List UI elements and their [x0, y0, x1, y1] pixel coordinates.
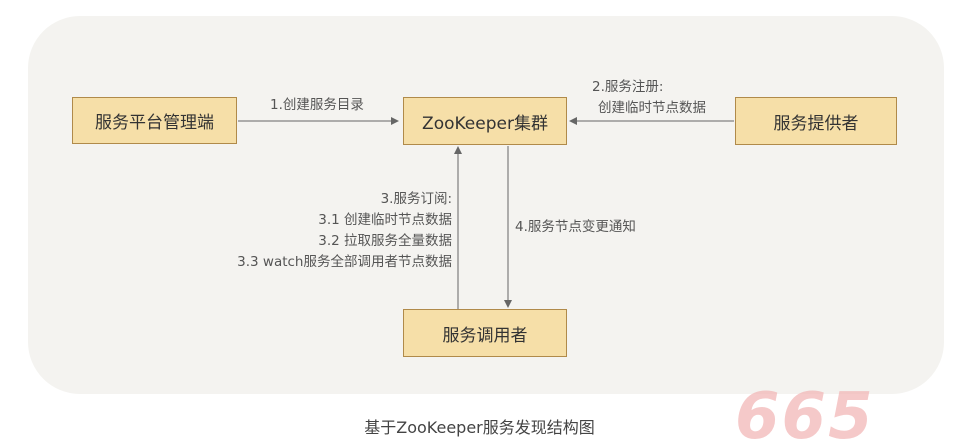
- edge-label-register: 2.服务注册: 创建临时节点数据: [586, 77, 718, 119]
- edge-label-register-line: 创建临时节点数据: [598, 100, 706, 116]
- edge-label-subscribe-line: 3.3 watch服务全部调用者节点数据: [237, 254, 452, 270]
- watermark: 665: [735, 380, 875, 441]
- edge-label-create-directory: 1.创建服务目录: [270, 97, 364, 113]
- edge-label-register-line: 2.服务注册:: [592, 79, 664, 95]
- edge-label-subscribe: 3.服务订阅: 3.1 创建临时节点数据 3.2 拉取服务全量数据 3.3 wa…: [200, 189, 452, 273]
- edge-label-subscribe-line: 3.2 拉取服务全量数据: [318, 233, 452, 249]
- node-consumer: 服务调用者: [403, 309, 567, 357]
- node-zookeeper: ZooKeeper集群: [403, 97, 567, 145]
- edge-label-subscribe-line: 3.服务订阅:: [380, 191, 452, 207]
- node-admin: 服务平台管理端: [72, 97, 237, 144]
- node-provider: 服务提供者: [735, 97, 897, 145]
- diagram-caption: 基于ZooKeeper服务发现结构图: [364, 418, 595, 437]
- edge-label-notify: 4.服务节点变更通知: [515, 219, 636, 235]
- edge-label-subscribe-line: 3.1 创建临时节点数据: [318, 212, 452, 228]
